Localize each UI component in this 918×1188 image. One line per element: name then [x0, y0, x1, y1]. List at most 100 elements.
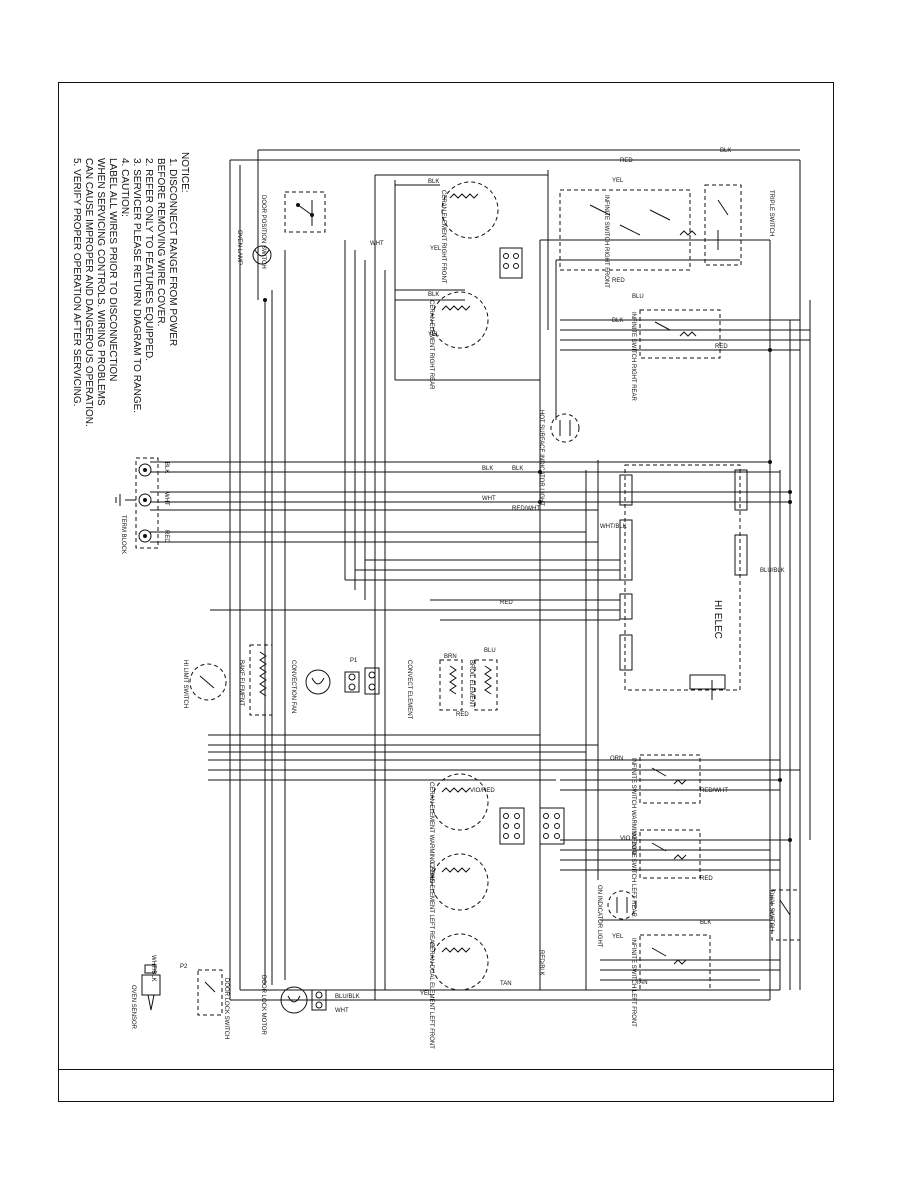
wire-label: WHT/BLK: [150, 955, 156, 982]
switch-right-front-label: INFINITE SWITCH RIGHT FRONT: [603, 195, 609, 288]
wire-label: RED/WHT: [700, 788, 728, 794]
wire-label: BLK: [512, 466, 523, 472]
broil-element: BROIL ELEMENT: [468, 659, 498, 711]
notice-block: NOTICE: 1. DISCONNECT RANGE FROM POWER B…: [71, 152, 190, 427]
dual-switch: DUAL SWITCH: [768, 889, 801, 941]
hi-limit-switch-label: HI LIMIT SWITCH: [182, 660, 188, 708]
wire-label: RED: [612, 278, 625, 284]
hot-surface-indicator-light: HOT SURFACE INDICATOR LIGHT: [538, 410, 580, 506]
convection-fan-label: CONVECTION FAN: [290, 660, 296, 713]
footer-rule: [59, 1069, 833, 1070]
switch-left-front-label: INFINITE SWITCH LEFT FRONT: [630, 938, 636, 1027]
wire-label: RED: [620, 158, 633, 164]
wire-label: RED: [500, 600, 513, 606]
wire-label: TAN: [636, 980, 648, 986]
wire-label: BLK: [428, 292, 439, 298]
wire-label: YEL: [612, 178, 624, 184]
switch-left-rear: INFINITE SWITCH LEFT REAR: [630, 829, 701, 918]
notice-line-2: BEFORE REMOVING WIRE COVER.: [155, 158, 166, 326]
wire-label: WHT: [482, 496, 496, 502]
wire-label: RED: [163, 530, 169, 543]
element-left-rear: CERAN ELEMENT LEFT REAR: [428, 853, 489, 948]
oven-sensor-label: OVEN SENSOR: [130, 985, 136, 1030]
wire-label: YEL: [612, 934, 624, 940]
bake-element: BAKE ELEMENT: [238, 644, 273, 716]
hi-limit-switch: HI LIMIT SWITCH: [182, 660, 227, 708]
wire-label: TAN: [500, 981, 512, 987]
element-warming-label: CERAN ELEMENT WARMING ZONE: [428, 782, 434, 882]
wire-label: RED: [715, 344, 728, 350]
wire-label: P2: [180, 964, 188, 970]
wire-label: RED: [700, 876, 713, 882]
door-position-switch-label: DOOR POSITION SWITCH: [260, 195, 266, 269]
wire-label: YEL: [428, 332, 440, 338]
wire-label: RED: [456, 712, 469, 718]
wire-label: YEL: [430, 246, 442, 252]
bake-element-label: BAKE ELEMENT: [238, 660, 244, 706]
door-position-switch: DOOR POSITION SWITCH: [260, 191, 326, 269]
switch-right-front: INFINITE SWITCH RIGHT FRONT: [559, 189, 697, 288]
oven-sensor: OVEN SENSOR: [130, 964, 161, 1030]
on-indicator-light: ON INDICATOR LIGHT: [596, 885, 637, 948]
notice-line-7: WHEN SERVICING CONTROLS. WIRING PROBLEMS: [95, 158, 106, 406]
wire-label: BLU/BLK: [335, 994, 360, 1000]
element-left-front-label: CERAN DUAL ELEMENT LEFT FRONT: [428, 942, 434, 1049]
switch-left-rear-label: INFINITE SWITCH LEFT REAR: [630, 832, 636, 918]
triple-switch: TRIPLE SWITCH: [704, 184, 774, 266]
element-warming-zone: CERAN ELEMENT WARMING ZONE: [428, 773, 565, 882]
notice-line-3: 2. REFER ONLY TO FEATURES EQUIPPED.: [143, 158, 154, 361]
switch-warming-zone: INFINITE SWITCH WARMING ZONE: [630, 754, 701, 858]
wire-label: WHT/BLK: [600, 524, 627, 530]
convect-element: CONVECT ELEMENT: [406, 659, 463, 720]
dual-switch-label: DUAL SWITCH: [768, 890, 774, 931]
element-left-rear-label: CERAN ELEMENT LEFT REAR: [428, 862, 434, 948]
notice-line-6: LABEL ALL WIRES PRIOR TO DISCONNECTION: [107, 158, 118, 381]
door-lock-motor: DOOR LOCK MOTOR: [260, 975, 327, 1036]
wire-label: BLK: [612, 318, 623, 324]
wire-label: ORN: [610, 756, 623, 762]
element-right-rear-label: CERAN ELEMENT RIGHT REAR: [428, 300, 434, 390]
wire-label: VIO: [620, 836, 631, 842]
term-block-label: TERM BLOCK: [120, 515, 126, 554]
oven-lamp-label: OVEN LAMP: [236, 230, 242, 265]
element-right-front-label: CERAN ELEMENT RIGHT FRONT: [440, 190, 446, 284]
element-right-rear: CERAN ELEMENT RIGHT REAR: [428, 291, 489, 390]
switch-warming-label: INFINITE SWITCH WARMING ZONE: [630, 758, 636, 858]
diagram-sheet: [58, 82, 834, 1102]
switch-right-rear-label: INFINITE SWITCH RIGHT REAR: [630, 312, 636, 402]
wire-labels: BLK RED YEL BLK YEL WHT BLK YEL RED BLU …: [150, 148, 785, 1014]
on-indicator-label: ON INDICATOR LIGHT: [596, 885, 602, 948]
notice-line-1: 1. DISCONNECT RANGE FROM POWER: [167, 158, 178, 346]
notice-line-4: 3. SERVICER PLEASE RETURN DIAGRAM TO RAN…: [131, 158, 142, 413]
wire-label: BLU: [632, 294, 644, 300]
convect-element-label: CONVECT ELEMENT: [406, 660, 412, 720]
wire-label: RED/WHT: [512, 506, 540, 512]
term-block: TERM BLOCK BLK WHT RED: [115, 457, 169, 554]
convection-fan: CONVECTION FAN: [290, 660, 331, 713]
wire-label: WHT: [370, 241, 384, 247]
convection-connectors: [344, 667, 380, 695]
wire-label: VIO/RED: [470, 788, 495, 794]
wire-label: BLK: [720, 148, 731, 154]
wire-label: BLU/BLK: [760, 568, 785, 574]
element-right-front: CERAN ELEMENT RIGHT FRONT: [440, 181, 523, 284]
wire-label: P1: [350, 658, 358, 664]
wire-label: RED/BLK: [538, 950, 544, 976]
broil-element-label: BROIL ELEMENT: [468, 660, 474, 708]
wire-label: BLK: [163, 462, 169, 473]
wire-label: BLK: [700, 920, 711, 926]
wire-label: WHT: [163, 492, 169, 506]
hot-surface-light-label: HOT SURFACE INDICATOR LIGHT: [538, 410, 544, 506]
door-lock-switch: DOOR LOCK SWITCH: [197, 969, 229, 1039]
wire-label: BLK: [482, 466, 493, 472]
switch-right-rear: INFINITE SWITCH RIGHT REAR: [630, 309, 721, 402]
wire-label: WHT: [335, 1008, 349, 1014]
element-left-front: CERAN DUAL ELEMENT LEFT FRONT: [428, 933, 489, 1049]
wire-label: BLU: [484, 648, 496, 654]
switch-left-front: INFINITE SWITCH LEFT FRONT: [630, 934, 711, 1027]
notice-line-5: 4. CAUTION:: [119, 158, 130, 217]
junction-dots: [263, 298, 792, 842]
wire-label: BLK: [428, 179, 439, 185]
oven-lamp: OVEN LAMP: [236, 230, 272, 265]
